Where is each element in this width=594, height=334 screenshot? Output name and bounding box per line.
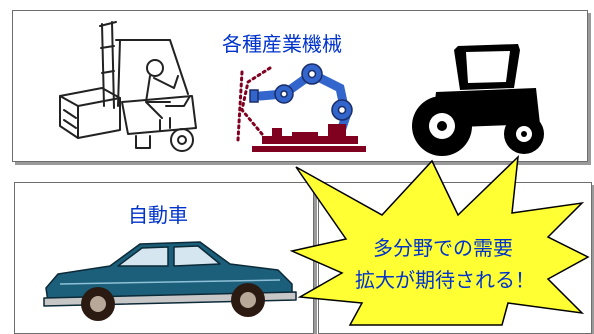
- automobile-label: 自動車: [128, 203, 188, 227]
- robot-arm-icon: [236, 63, 366, 152]
- industrial-machinery-label: 各種産業機械: [222, 32, 342, 56]
- forklift-icon: [59, 21, 197, 152]
- car-icon: [43, 241, 297, 321]
- tractor-icon: [412, 44, 544, 156]
- callout-line-2: 拡大が期待される！: [355, 268, 535, 292]
- callout-line-1: 多分野での需要: [373, 236, 513, 260]
- starburst-callout: [289, 155, 590, 326]
